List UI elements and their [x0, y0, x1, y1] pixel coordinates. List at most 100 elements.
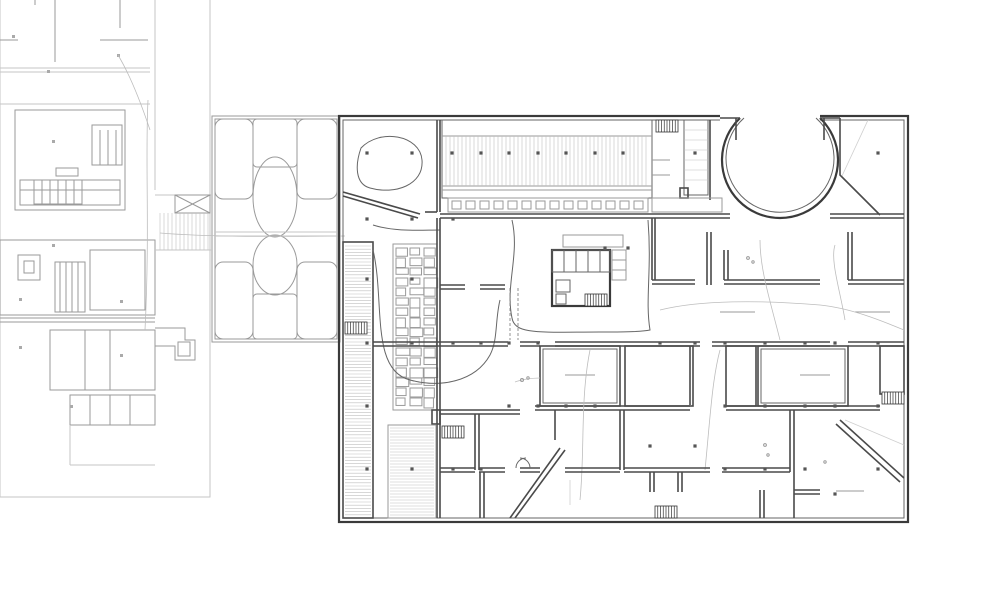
- column: [648, 444, 652, 448]
- display-case: [409, 307, 421, 318]
- display-case: [409, 277, 421, 285]
- display-case: [423, 387, 435, 399]
- column: [876, 467, 880, 471]
- display-case: [423, 317, 436, 326]
- display-case: [409, 387, 423, 398]
- auditorium-rows: [441, 119, 653, 213]
- gallery-walls-right: [651, 218, 905, 341]
- column: [365, 217, 369, 221]
- display-case: [423, 347, 436, 358]
- lower-hall-hatch: [387, 424, 437, 519]
- column: [833, 492, 837, 496]
- display-case: [395, 317, 406, 329]
- column: [876, 341, 880, 345]
- stair-bottom-center: [654, 505, 678, 519]
- display-case: [395, 257, 406, 269]
- column: [763, 467, 767, 471]
- column: [833, 404, 837, 408]
- display-case: [395, 297, 409, 306]
- column: [723, 467, 727, 471]
- column: [365, 341, 369, 345]
- stair-lower-left: [431, 409, 465, 439]
- display-case: [423, 357, 438, 366]
- display-case: [395, 377, 410, 388]
- column: [410, 151, 414, 155]
- display-case: [409, 397, 423, 407]
- seat-box: [633, 200, 644, 210]
- circular-hall: [720, 114, 840, 220]
- display-case: [423, 257, 435, 268]
- column: [603, 246, 607, 250]
- seat-box: [619, 200, 630, 210]
- column: [803, 467, 807, 471]
- display-case: [395, 387, 407, 397]
- column: [658, 341, 662, 345]
- structural-columns: [365, 151, 880, 496]
- seat-box: [549, 200, 560, 210]
- seat-box: [605, 200, 616, 210]
- column: [626, 246, 630, 250]
- column: [507, 341, 511, 345]
- column: [763, 404, 767, 408]
- fixtures: [520, 256, 827, 464]
- column: [451, 341, 455, 345]
- column: [365, 467, 369, 471]
- display-case: [395, 277, 409, 287]
- link-building: [155, 115, 346, 343]
- display-case: [409, 267, 422, 276]
- column: [365, 277, 369, 281]
- seat-box: [591, 200, 602, 210]
- column: [410, 277, 414, 281]
- ramp-left: [342, 241, 374, 519]
- column: [536, 404, 540, 408]
- column: [479, 151, 483, 155]
- lower-galleries: [514, 345, 905, 501]
- display-case: [409, 297, 421, 309]
- seat-box: [479, 200, 490, 210]
- column: [536, 341, 540, 345]
- column: [479, 341, 483, 345]
- display-case: [423, 367, 439, 378]
- column: [593, 404, 597, 408]
- seat-box: [451, 200, 462, 210]
- column: [365, 151, 369, 155]
- display-case: [423, 297, 436, 306]
- column: [410, 467, 414, 471]
- display-case: [395, 357, 408, 367]
- display-case: [395, 327, 409, 337]
- seat-box: [535, 200, 546, 210]
- column: [876, 151, 880, 155]
- column: [410, 217, 414, 221]
- stair-right: [881, 391, 905, 405]
- column: [536, 151, 540, 155]
- display-case: [409, 257, 423, 267]
- column: [450, 151, 454, 155]
- column: [693, 444, 697, 448]
- column: [479, 467, 483, 471]
- display-case: [409, 357, 421, 366]
- column: [803, 404, 807, 408]
- column: [693, 151, 697, 155]
- display-case: [395, 307, 409, 316]
- display-case: [409, 347, 422, 357]
- display-case: [395, 337, 408, 345]
- column: [693, 341, 697, 345]
- display-case: [423, 377, 436, 386]
- new-building: [337, 114, 910, 524]
- column: [723, 404, 727, 408]
- bottom-zone: [436, 409, 905, 519]
- display-case: [409, 367, 424, 379]
- column: [833, 341, 837, 345]
- seat-box: [493, 200, 504, 210]
- column: [723, 341, 727, 345]
- display-case: [409, 327, 424, 338]
- display-case: [409, 247, 421, 256]
- display-case: [423, 287, 436, 297]
- column: [803, 341, 807, 345]
- display-case: [423, 307, 436, 316]
- column: [564, 404, 568, 408]
- column: [763, 341, 767, 345]
- column: [451, 217, 455, 221]
